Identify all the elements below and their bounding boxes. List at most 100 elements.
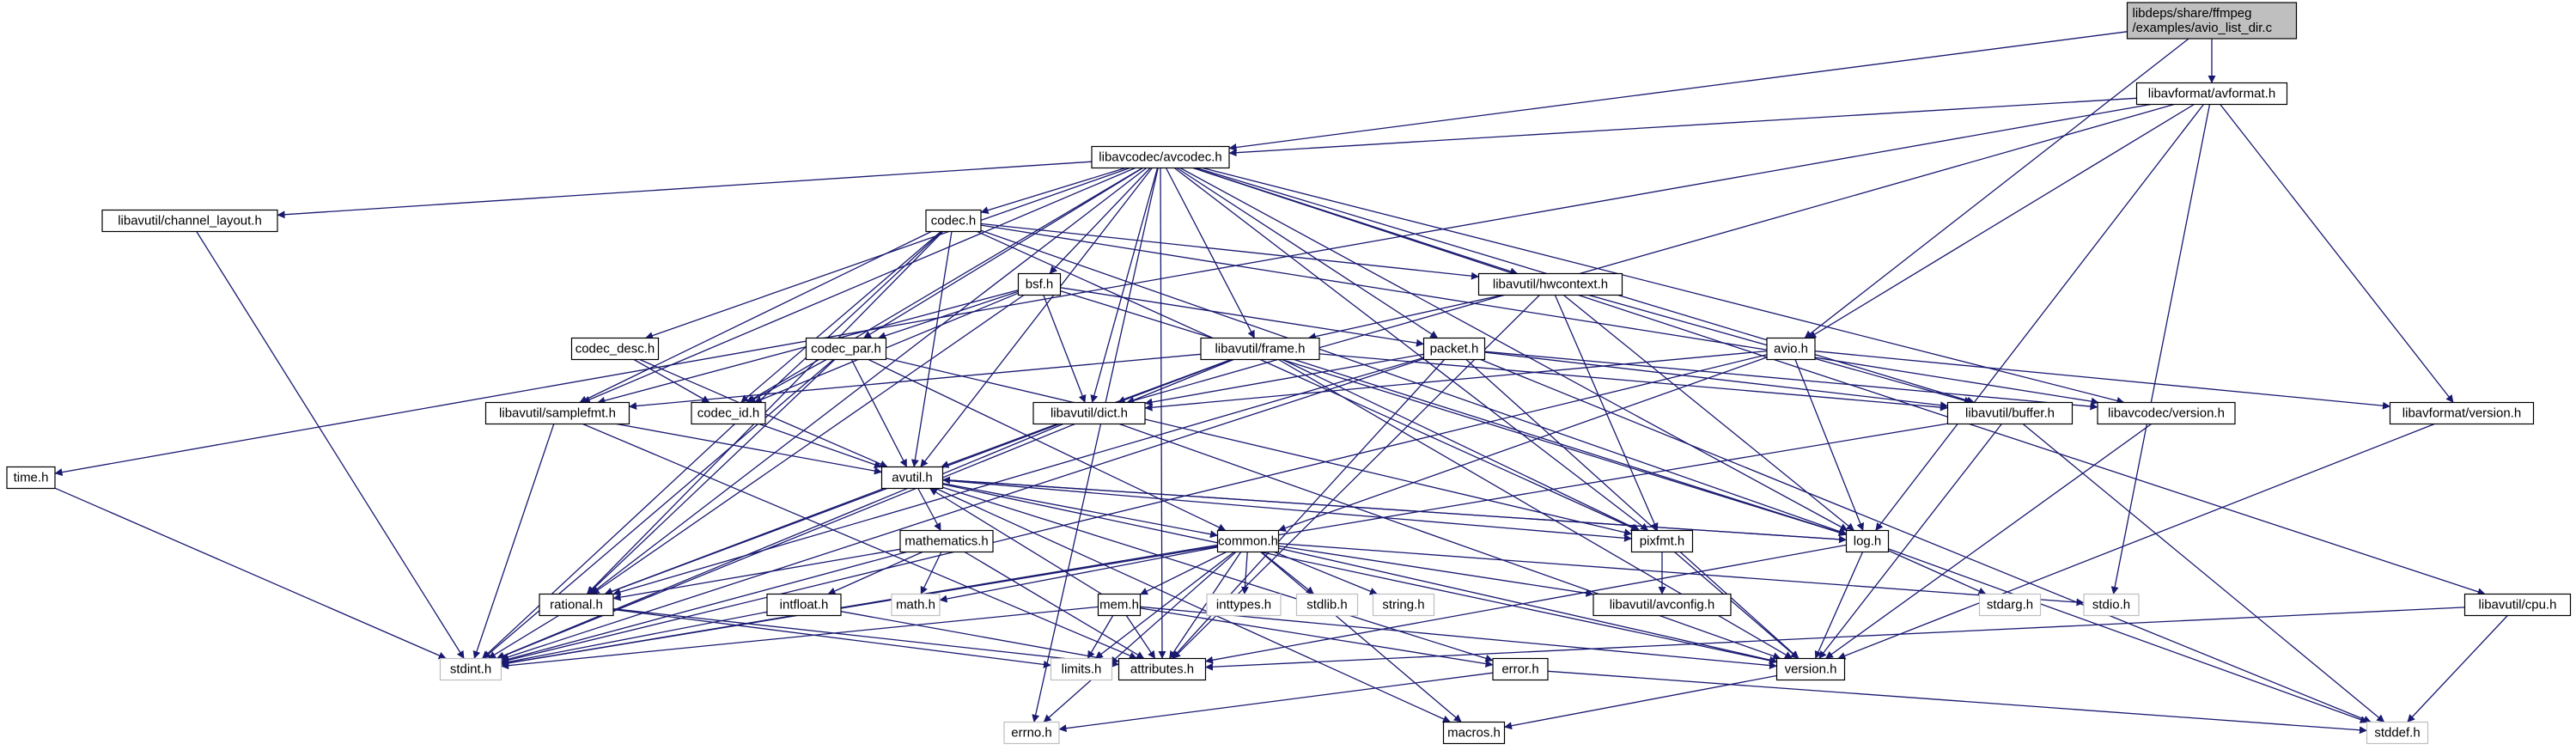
edge-avcodec-to-rational_h — [589, 167, 1148, 595]
edge-codec_par-to-avutil_h — [850, 359, 908, 467]
node-string-h: string.h — [1372, 593, 1435, 617]
node-macros[interactable]: macros.h — [1442, 721, 1506, 745]
node-box — [1477, 272, 1623, 296]
edge-intfloat-to-attributes — [840, 611, 1119, 664]
node-avformat[interactable]: libavformat/avformat.h — [2135, 82, 2288, 106]
edge-packet_h-to-dict_h — [1144, 353, 1424, 406]
edge-codec_par-to-pixfmt_h — [886, 357, 1632, 537]
node-frame-h[interactable]: libavutil/frame.h — [1200, 337, 1320, 361]
edge-mathematics-to-intfloat — [827, 551, 923, 595]
node-box — [1372, 593, 1435, 617]
edge-avcodec-to-avutil_h — [920, 168, 1153, 467]
node-codec-desc[interactable]: codec_desc.h — [570, 337, 660, 361]
edge-codec_desc-to-codec_id — [633, 358, 710, 404]
node-stdlib: stdlib.h — [1295, 593, 1359, 617]
edge-avcodec-to-log_h — [1179, 167, 1848, 532]
node-mathematics[interactable]: mathematics.h — [899, 529, 994, 553]
node-samplefmt[interactable]: libavutil/samplefmt.h — [484, 401, 630, 425]
edge-bsf_h-to-rational_h — [591, 294, 1025, 595]
node-box — [570, 337, 660, 361]
node-buffer-h[interactable]: libavutil/buffer.h — [1946, 401, 2074, 425]
node-label: stdio.h — [2092, 598, 2130, 613]
node-box — [1097, 593, 1142, 617]
node-box — [691, 401, 766, 425]
node-codec-id[interactable]: codec_id.h — [691, 401, 766, 425]
edge-avcodec-to-cpu_h — [1192, 167, 2486, 596]
node-label: common.h — [1218, 534, 1278, 549]
node-cpu-h[interactable]: libavutil/cpu.h — [2463, 593, 2572, 617]
node-lavc-version[interactable]: libavcodec/version.h — [2097, 401, 2236, 425]
edge-mathematics-to-math_h — [920, 552, 942, 595]
node-label: inttypes.h — [1216, 598, 1271, 613]
edge-rational_h-to-stdint — [488, 614, 559, 660]
node-label: attributes.h — [1130, 662, 1194, 677]
node-time-h[interactable]: time.h — [6, 466, 56, 490]
edge-packet_h-to-version_h — [1465, 359, 1800, 659]
edge-avutil_h-to-version_h — [942, 483, 1777, 665]
node-rational-h[interactable]: rational.h — [539, 593, 614, 617]
edge-mem_h-to-avutil_h — [929, 487, 1102, 595]
node-avio-h[interactable]: avio.h — [1766, 337, 1816, 361]
node-box — [805, 337, 887, 361]
node-version-h[interactable]: version.h — [1775, 657, 1846, 681]
edge-codec_par-to-rational_h — [587, 359, 836, 595]
node-packet-h[interactable]: packet.h — [1422, 337, 1486, 361]
edge-avformat-to-avcodec — [1228, 97, 2137, 157]
node-label: log.h — [1854, 534, 1882, 549]
node-label: stdlib.h — [1306, 598, 1348, 613]
node-common-h[interactable]: common.h — [1216, 529, 1280, 553]
node-attributes[interactable]: attributes.h — [1117, 657, 1207, 681]
node-label: libavcodec/version.h — [2108, 406, 2225, 421]
node-label: error.h — [1501, 662, 1538, 677]
node-mem-h[interactable]: mem.h — [1097, 593, 1142, 617]
edge-mem_h-to-attributes — [1125, 615, 1156, 659]
node-box — [1442, 721, 1506, 745]
node-log-h[interactable]: log.h — [1845, 529, 1890, 553]
edge-frame_h-to-log_h — [1294, 358, 1847, 536]
node-label: codec.h — [931, 214, 977, 229]
node-avconfig[interactable]: libavutil/avconfig.h — [1592, 593, 1732, 617]
edge-buffer_h-to-stddef — [2022, 423, 2385, 723]
node-label: libavformat/version.h — [2402, 406, 2521, 421]
edge-bsf_h-to-dict_h — [1043, 295, 1087, 403]
node-label: avio.h — [1774, 342, 1808, 357]
edge-dict_h-to-version_h — [1118, 423, 1781, 660]
node-hwcontext[interactable]: libavutil/hwcontext.h — [1477, 272, 1623, 296]
edge-avio_h-to-stdint — [501, 354, 1768, 664]
node-label: libavutil/hwcontext.h — [1493, 277, 1608, 292]
node-dict-h[interactable]: libavutil/dict.h — [1032, 401, 1146, 425]
node-label: libavcodec/avcodec.h — [1099, 150, 1221, 165]
node-label: mathematics.h — [904, 534, 989, 549]
node-label: libdeps/share/ffmpeg — [2133, 6, 2252, 21]
edge-mem_h-to-limits — [1087, 615, 1114, 659]
node-intfloat[interactable]: intfloat.h — [766, 593, 842, 617]
node-math-h: math.h — [891, 593, 941, 617]
node-label: macros.h — [1447, 726, 1501, 741]
node-label: version.h — [1785, 662, 1837, 677]
node-label: stdint.h — [450, 662, 491, 677]
node-box — [1946, 401, 2074, 425]
node-label: stdarg.h — [1987, 598, 2033, 613]
node-inttypes: inttypes.h — [1206, 593, 1282, 617]
node-chlayout[interactable]: libavutil/channel_layout.h — [101, 209, 278, 233]
node-box — [1492, 657, 1549, 681]
node-avutil-h[interactable]: avutil.h — [880, 466, 944, 490]
edge-codec_h-to-codec_id — [740, 231, 941, 403]
edge-error_h-to-stddef — [1547, 670, 2367, 735]
edge-version_h-to-macros — [1504, 674, 1777, 730]
node-codec-h[interactable]: codec.h — [925, 209, 982, 233]
node-avcodec[interactable]: libavcodec/avcodec.h — [1091, 145, 1230, 169]
edge-avcodec-to-frame_h — [1165, 168, 1256, 338]
node-error-h[interactable]: error.h — [1492, 657, 1549, 681]
node-pixfmt-h[interactable]: pixfmt.h — [1630, 529, 1694, 553]
node-root[interactable]: libdeps/share/ffmpeg/examples/avio_list_… — [2126, 2, 2298, 40]
edge-common_h-to-stdlib — [1261, 551, 1314, 595]
node-lavf-version[interactable]: libavformat/version.h — [2389, 401, 2535, 425]
node-bsf-h[interactable]: bsf.h — [1017, 272, 1062, 296]
edge-bsf_h-to-log_h — [1060, 290, 1847, 537]
node-codec-par[interactable]: codec_par.h — [805, 337, 887, 361]
edge-error_h-to-errno — [1058, 672, 1494, 733]
node-label: stddef.h — [2374, 726, 2420, 741]
edge-root-to-avio_h — [1804, 38, 2189, 339]
